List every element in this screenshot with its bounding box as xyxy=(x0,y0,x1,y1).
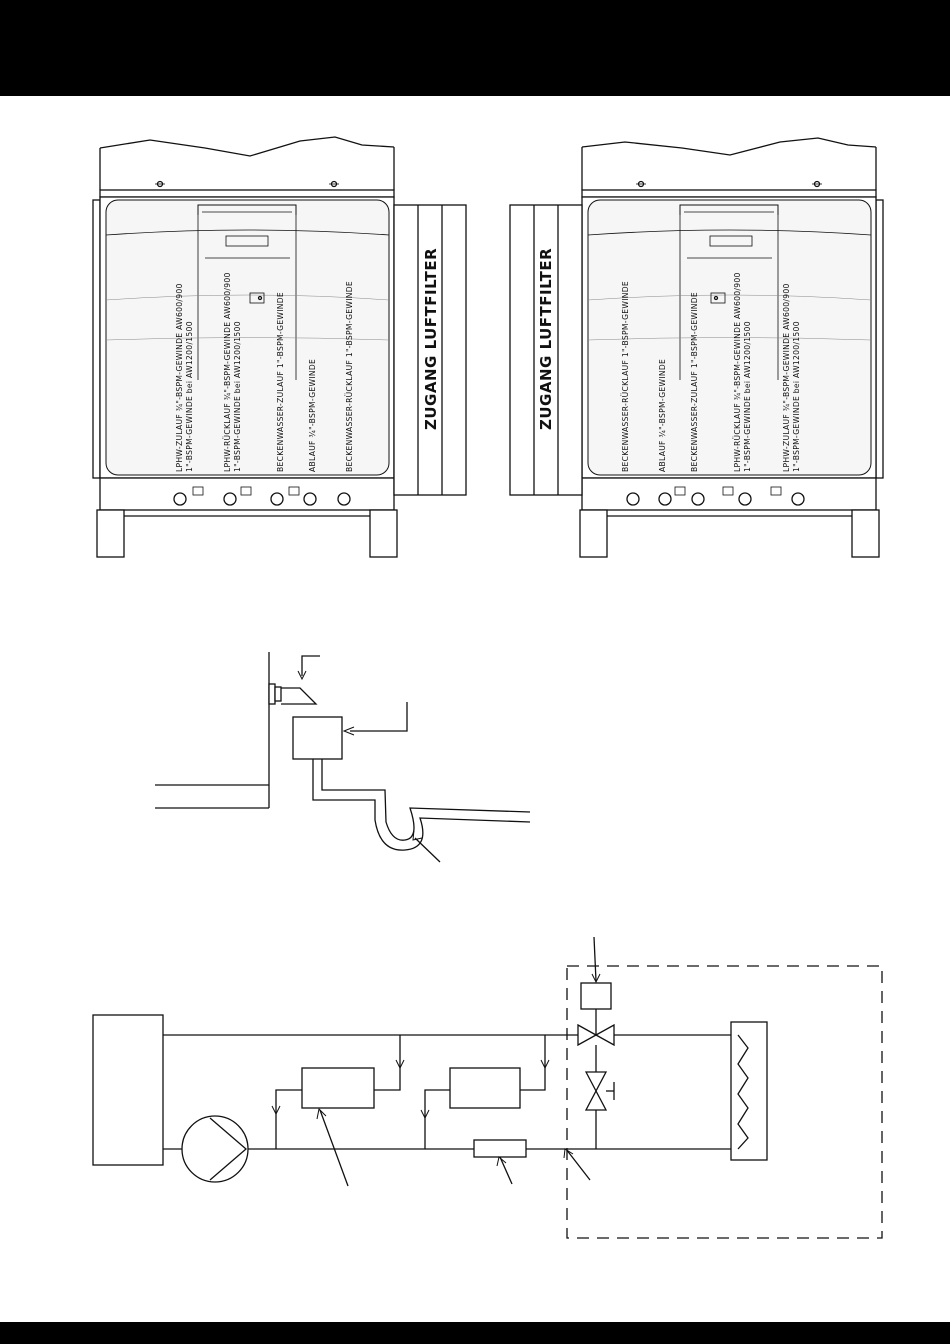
right-label-lphw-flow-line2: 1"-BSPM-GEWINDE bei AW1200/1500 xyxy=(792,321,801,472)
header-bar xyxy=(0,0,950,96)
right-label-lphw-return-line2: 1"-BSPM-GEWINDE bei AW1200/1500 xyxy=(743,321,752,472)
left-filter-label: ZUGANG LUFTFILTER xyxy=(422,248,440,430)
left-label-lphw-flow-line2: 1"-BSPM-GEWINDE bei AW1200/1500 xyxy=(185,321,194,472)
right-label-pool-return: BECKENWASSER-RÜCKLAUF 1"-BSPM-GEWINDE xyxy=(621,281,630,472)
right-filter-label: ZUGANG LUFTFILTER xyxy=(537,248,555,430)
right-label-lphw-flow-line1: LPHW-ZULAUF ¾"-BSPM-GEWINDE AW600/900 xyxy=(782,283,791,472)
footer-bar xyxy=(0,1322,950,1344)
left-label-lphw-return-line1: LPHW-RÜCKLAUF ¾"-BSPM-GEWINDE AW600/900 xyxy=(223,272,232,472)
unit-right-drawing xyxy=(509,137,884,558)
right-label-drain: ABLAUF ¾"-BSPM-GEWINDE xyxy=(658,359,667,472)
unit-right-labels: BECKENWASSER-RÜCKLAUF 1"-BSPM-GEWINDE AB… xyxy=(537,248,801,472)
right-label-lphw-return-line1: LPHW-RÜCKLAUF ¾"-BSPM-GEWINDE AW600/900 xyxy=(733,272,742,472)
left-label-pool-return: BECKENWASSER-RÜCKLAUF 1"-BSPM-GEWINDE xyxy=(345,281,354,472)
left-label-lphw-flow-line1: LPHW-ZULAUF ¾"-BSPM-GEWINDE AW600/900 xyxy=(175,283,184,472)
hydraulic-schematic xyxy=(92,936,883,1239)
drain-trap-diagram xyxy=(155,652,531,863)
unit-left-labels: LPHW-ZULAUF ¾"-BSPM-GEWINDE AW600/900 1"… xyxy=(175,248,440,472)
unit-left-drawing xyxy=(92,136,467,558)
right-label-pool-flow: BECKENWASSER-ZULAUF 1"-BSPM-GEWINDE xyxy=(690,292,699,472)
left-label-drain: ABLAUF ¾"-BSPM-GEWINDE xyxy=(308,359,317,472)
left-label-pool-flow: BECKENWASSER-ZULAUF 1"-BSPM-GEWINDE xyxy=(276,292,285,472)
left-label-lphw-return-line2: 1"-BSPM-GEWINDE bei AW1200/1500 xyxy=(233,321,242,472)
